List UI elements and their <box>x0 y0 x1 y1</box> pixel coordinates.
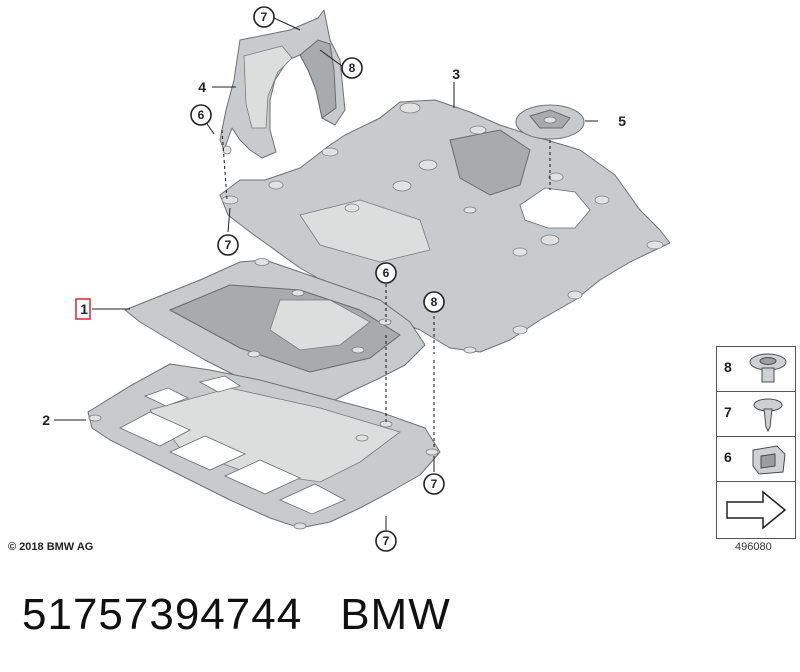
part-5-round-cover <box>515 104 585 140</box>
brand-name: BMW <box>340 590 451 639</box>
callout-8-top[interactable]: 8 <box>341 57 363 79</box>
copyright-text: © 2018 BMW AG <box>8 541 94 553</box>
part-2-frame <box>87 363 441 530</box>
part-number: 51757394744 <box>22 590 303 639</box>
panel-3-bosses <box>221 102 664 354</box>
leader-lines <box>54 17 598 530</box>
screw-icon <box>753 398 783 433</box>
legend-item-8[interactable]: 8 <box>716 346 796 392</box>
svg-text:2: 2 <box>42 412 50 428</box>
callout-4[interactable]: 4 <box>198 79 206 95</box>
diagram-id: 496080 <box>735 541 772 553</box>
svg-text:8: 8 <box>431 295 438 309</box>
callout-8-mid[interactable]: 8 <box>423 291 445 313</box>
svg-text:7: 7 <box>225 238 232 252</box>
svg-text:6: 6 <box>198 108 205 122</box>
legend-label-7: 7 <box>724 404 732 420</box>
footer-part-info: 51757394744 BMW <box>22 590 489 640</box>
callout-7-top[interactable]: 7 <box>253 6 275 28</box>
callout-6-left[interactable]: 6 <box>190 104 212 126</box>
callout-7-mid[interactable]: 7 <box>217 234 239 256</box>
legend-label-6: 6 <box>724 449 732 465</box>
callout-5[interactable]: 5 <box>618 113 626 129</box>
fastener-legend: 8 7 6 <box>716 346 796 540</box>
legend-item-6[interactable]: 6 <box>716 436 796 482</box>
legend-label-8: 8 <box>724 359 732 375</box>
svg-text:3: 3 <box>452 66 460 82</box>
legend-arrow-cell <box>716 481 796 539</box>
callout-2[interactable]: 2 <box>42 412 50 428</box>
callout-7-right[interactable]: 7 <box>423 473 445 495</box>
svg-text:7: 7 <box>383 534 390 548</box>
svg-text:4: 4 <box>198 79 206 95</box>
spring-nut-icon <box>752 445 786 475</box>
svg-text:8: 8 <box>349 61 356 75</box>
part-1-shield <box>124 258 426 411</box>
svg-text:1: 1 <box>80 301 88 317</box>
svg-text:7: 7 <box>261 10 268 24</box>
part-4-bracket <box>219 9 346 159</box>
clip-nut-icon <box>749 353 787 383</box>
direction-arrow-icon <box>726 490 787 530</box>
part-3-main-panel <box>219 99 671 354</box>
callout-6-mid[interactable]: 6 <box>375 262 397 284</box>
svg-text:5: 5 <box>618 113 626 129</box>
legend-item-7[interactable]: 7 <box>716 391 796 437</box>
callout-3[interactable]: 3 <box>452 66 460 82</box>
svg-text:6: 6 <box>383 266 390 280</box>
svg-text:7: 7 <box>431 477 438 491</box>
callout-1[interactable]: 1 <box>75 298 91 320</box>
callout-7-bottom[interactable]: 7 <box>375 530 397 552</box>
frame-openings <box>119 375 346 515</box>
